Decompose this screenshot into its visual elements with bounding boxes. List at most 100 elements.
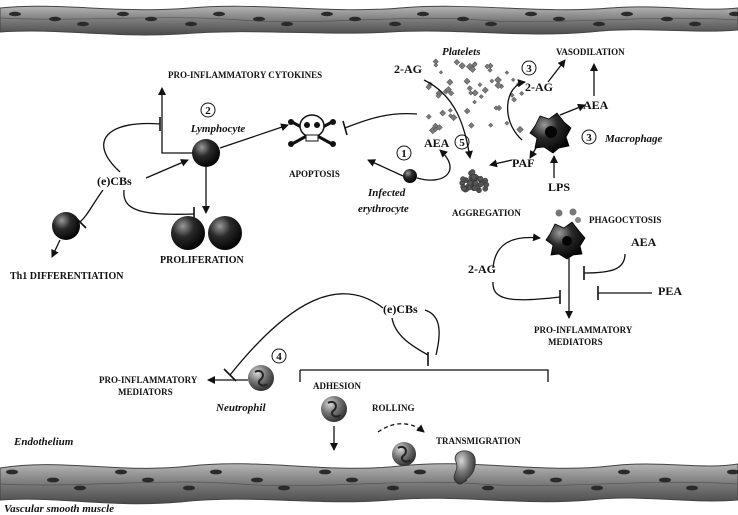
vessel-nucleus bbox=[593, 21, 605, 27]
aggregated-platelet bbox=[469, 169, 476, 175]
platelet bbox=[425, 83, 432, 91]
neutrophil-step-number: 4 bbox=[276, 351, 282, 363]
vessel-nucleus bbox=[213, 11, 225, 17]
platelet-step-circle bbox=[521, 60, 537, 76]
vessel-nucleus bbox=[115, 469, 127, 475]
bottom-vessel-wall bbox=[0, 463, 738, 505]
two-ag-right-label: 2-AG bbox=[525, 80, 553, 94]
platelet bbox=[477, 82, 483, 88]
aggregated-platelet bbox=[461, 185, 467, 192]
platelet bbox=[468, 90, 474, 96]
lymphocyte-step-circle bbox=[200, 102, 216, 118]
vessel-nucleus bbox=[74, 485, 86, 491]
vessel-nucleus bbox=[346, 477, 358, 483]
vessel-nucleus bbox=[253, 16, 265, 22]
ecbs-inhibit-neutrophil-line bbox=[229, 293, 384, 376]
platelet bbox=[487, 67, 493, 73]
ecbs-inhibit-migration-line-2 bbox=[424, 309, 440, 356]
vessel-nucleus bbox=[457, 16, 469, 22]
aea-inhibit-line bbox=[583, 253, 626, 274]
platelet bbox=[439, 109, 447, 117]
platelet bbox=[447, 107, 453, 113]
aea-inhibit-apoptosis-bar bbox=[342, 120, 348, 136]
phagocytosed-particle-1 bbox=[555, 209, 563, 217]
macrophage-to-aea-arrow bbox=[559, 103, 586, 116]
ecbs-inhibit-cytokines-line bbox=[103, 122, 161, 173]
aggregated-platelet bbox=[477, 175, 484, 182]
pro-inflammatory-left-line1: PRO-INFLAMMATORY bbox=[99, 375, 198, 385]
platelet-cloud bbox=[425, 58, 525, 135]
aggregated-platelet bbox=[478, 181, 484, 188]
vessel-nucleus bbox=[142, 477, 154, 483]
two-ag-lower-label: 2-AG bbox=[468, 262, 496, 276]
vessel-nucleus bbox=[689, 21, 701, 27]
vessel-nucleus bbox=[47, 477, 59, 483]
erythrocyte-step-circle bbox=[396, 145, 412, 161]
ecbs-left-label: (e)CBs bbox=[97, 174, 132, 188]
aea-inhibit-apoptosis-line bbox=[344, 112, 418, 129]
aea-step-number: 5 bbox=[459, 137, 465, 149]
platelet bbox=[446, 78, 454, 86]
platelet bbox=[504, 120, 510, 126]
neutrophil-label: Neutrophil bbox=[215, 402, 266, 414]
platelet bbox=[510, 77, 516, 83]
migration-bracket bbox=[299, 369, 549, 382]
platelet bbox=[471, 89, 479, 97]
vessel-nucleus bbox=[553, 16, 565, 22]
vessel-nucleus bbox=[9, 11, 21, 17]
adhesion-label: ADHESION bbox=[313, 381, 362, 391]
platelet bbox=[478, 94, 484, 100]
platelet bbox=[488, 122, 494, 128]
pea-label: PEA bbox=[658, 284, 682, 298]
platelet bbox=[468, 122, 475, 129]
lymphocyte-to-apoptosis-arrow bbox=[219, 123, 289, 149]
aggregated-platelet bbox=[483, 181, 490, 188]
adhesion-neutrophil-nucleus bbox=[327, 401, 341, 418]
macrophage-to-two-ag-arrow bbox=[507, 79, 526, 141]
macrophage-cell bbox=[529, 112, 572, 154]
platelet bbox=[463, 77, 471, 85]
vasodilation-label: VASODILATION bbox=[556, 47, 625, 57]
endothelium-label: Endothelium bbox=[13, 436, 74, 448]
aea-right-label: AEA bbox=[583, 98, 609, 112]
two-ag-to-vasodilation-arrow bbox=[547, 59, 566, 83]
vessel-nucleus bbox=[729, 11, 738, 17]
vessel-nucleus bbox=[414, 469, 426, 475]
pro-inflammatory-right-line2: MEDIATORS bbox=[548, 337, 603, 347]
rolling-dashed-arrow bbox=[377, 423, 425, 433]
rolling-neutrophil-nucleus bbox=[397, 446, 411, 463]
vessel-nucleus bbox=[661, 16, 673, 22]
lymphocyte-step-number: 2 bbox=[205, 105, 211, 117]
lymphocyte-to-cytokines-arrow bbox=[158, 87, 193, 154]
lymphocyte-label: Lymphocyte bbox=[190, 123, 246, 135]
aggregated-platelet bbox=[466, 179, 473, 186]
vessel-nucleus bbox=[523, 469, 535, 475]
erythrocyte-to-aea-arrow bbox=[416, 149, 451, 181]
proliferation-cell-1 bbox=[171, 216, 205, 250]
vessel-nucleus bbox=[417, 11, 429, 17]
ecbs-to-lymphocyte-arrow bbox=[145, 159, 189, 179]
platelet bbox=[472, 99, 477, 105]
vessel-nucleus bbox=[278, 485, 290, 491]
platelet bbox=[516, 125, 524, 134]
erythrocyte-to-apoptosis-arrow bbox=[367, 159, 404, 177]
phagocytosed-particle-3 bbox=[575, 217, 581, 223]
th1-cell-arrow bbox=[51, 239, 61, 258]
erythrocyte-step-number: 1 bbox=[401, 148, 407, 160]
proliferation-label: PROLIFERATION bbox=[160, 255, 244, 266]
vessel-nucleus bbox=[349, 16, 361, 22]
vessel-nucleus bbox=[686, 485, 698, 491]
erythrocyte-label: erythrocyte bbox=[358, 203, 409, 215]
lymphocyte-cell bbox=[192, 139, 220, 167]
vessel-nucleus bbox=[183, 485, 195, 491]
vessel-nucleus bbox=[210, 469, 222, 475]
ecbs-inhibit-th1-line bbox=[79, 189, 104, 223]
platelet bbox=[465, 62, 474, 71]
vessel-nucleus bbox=[618, 469, 630, 475]
platelet bbox=[519, 90, 525, 96]
platelet bbox=[484, 63, 491, 70]
platelet bbox=[481, 86, 489, 94]
platelets-label: Platelets bbox=[442, 46, 481, 58]
vessel-nucleus bbox=[49, 16, 61, 22]
